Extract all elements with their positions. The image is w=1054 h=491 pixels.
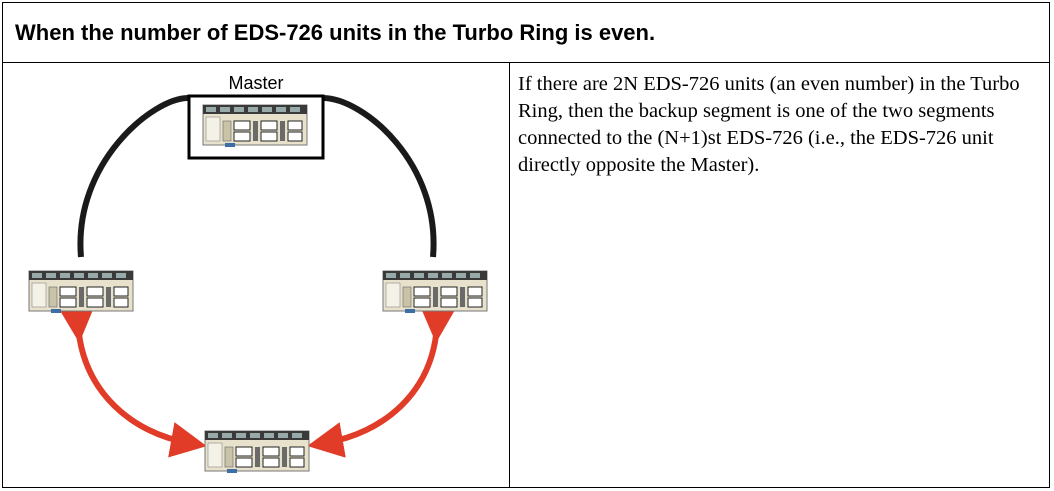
description-paragraph: If there are 2N EDS-726 units (an even n… (518, 73, 1020, 176)
table-header: When the number of EDS-726 units in the … (3, 3, 1049, 63)
description-cell: If there are 2N EDS-726 units (an even n… (510, 63, 1049, 487)
master-label: Master (228, 73, 283, 93)
ring-segment-left (77, 95, 189, 258)
backup-arrow-left (58, 305, 207, 458)
switch-icon (204, 430, 310, 474)
switch-icon (382, 270, 488, 314)
ring-segment-right (322, 95, 437, 258)
switch-icon (28, 270, 134, 314)
turbo-ring-diagram: Master (28, 73, 488, 474)
diagram-cell: Master (3, 63, 510, 487)
backup-arrow-right (307, 305, 457, 458)
switch-icon (202, 104, 308, 148)
